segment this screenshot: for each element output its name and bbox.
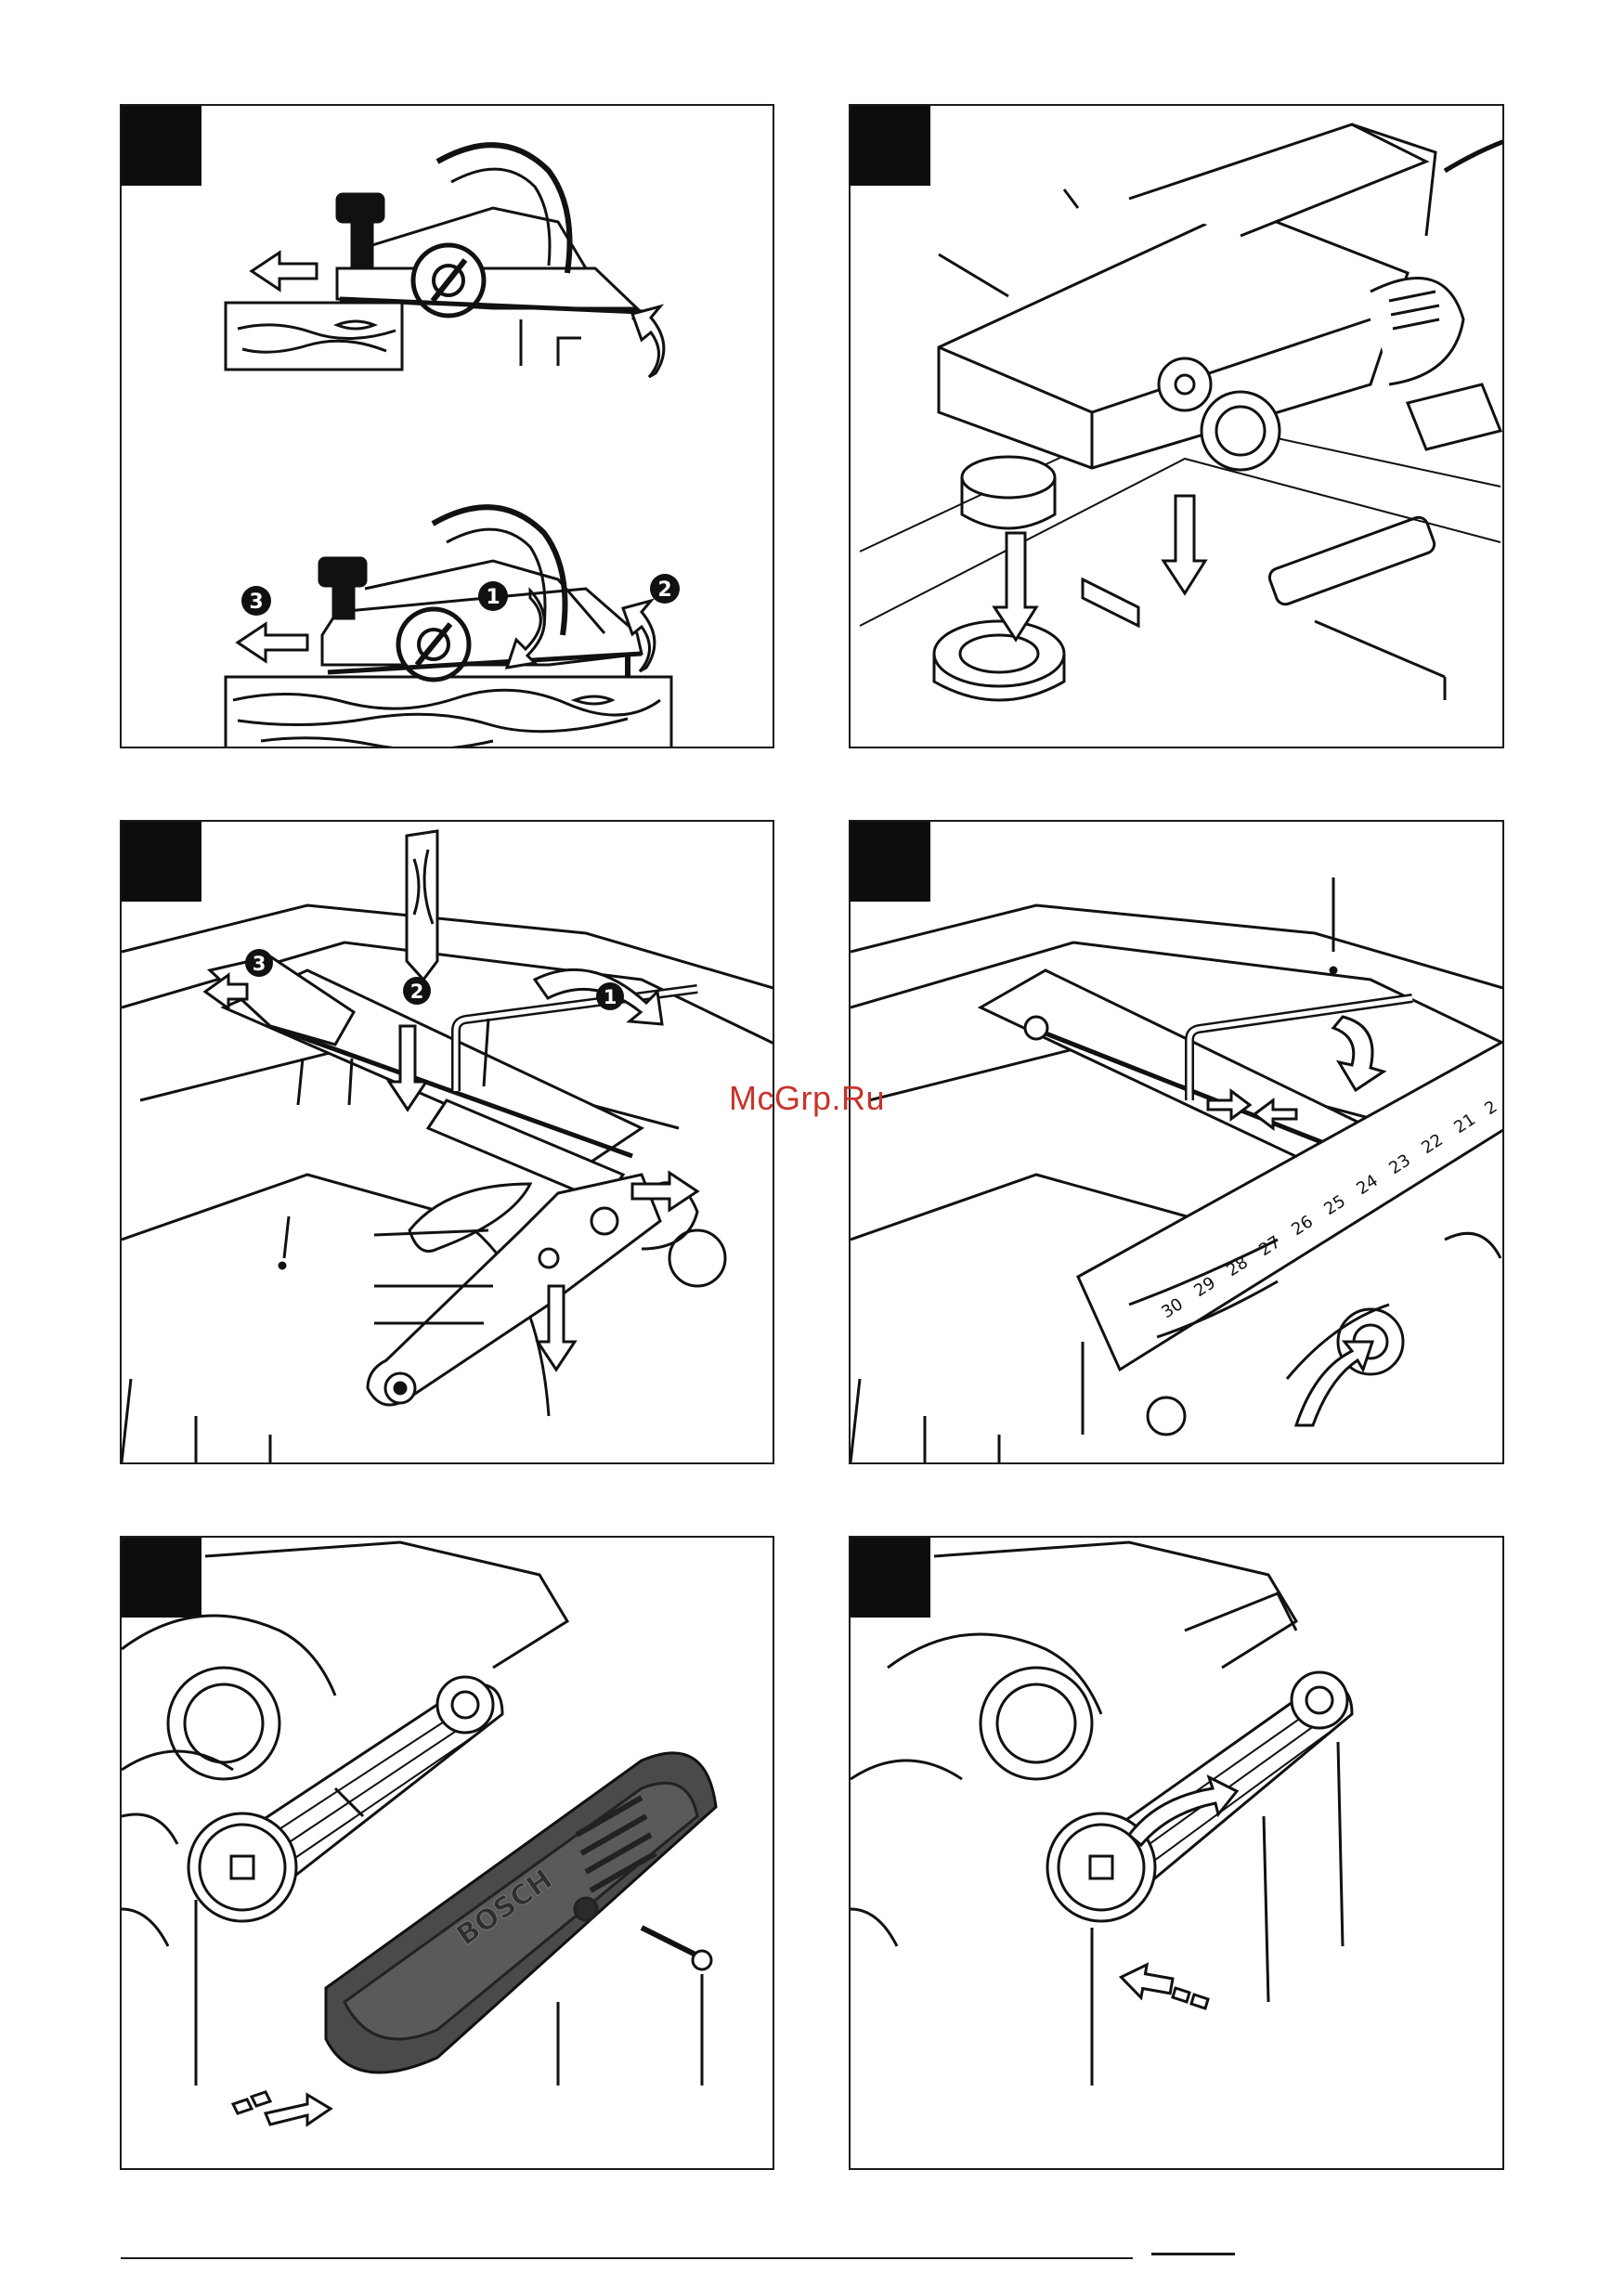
belt-drive-icon (851, 1538, 1504, 2170)
watermark: McGrp.Ru (729, 1079, 885, 1118)
figure-belt-cover-removal: BOSCH (120, 1536, 774, 2170)
figure-belt-fitting (849, 1536, 1504, 2170)
belt-cover-icon: BOSCH (122, 1538, 774, 2170)
footer-rule (121, 2257, 1133, 2259)
blade-change-icon: 3 2 1 (122, 822, 774, 1464)
planer-on-wood-icon: 3 1 2 (122, 106, 774, 748)
figure-blade-removal: 3 2 1 (120, 820, 774, 1464)
figure-planer-start-stop: 3 1 2 (120, 104, 774, 748)
figure-blade-height-setting: 30 29 28 27 26 25 24 23 22 21 2 (849, 820, 1504, 1464)
step-badge-3: 3 (249, 591, 263, 614)
step-badge-3: 3 (253, 953, 266, 975)
footer-mark (1151, 2253, 1235, 2261)
ruler-setting-icon: 30 29 28 27 26 25 24 23 22 21 2 (851, 822, 1504, 1464)
figure-planer-parking-shoe (849, 104, 1504, 748)
step-badge-1: 1 (604, 986, 617, 1008)
step-badge-2: 2 (410, 981, 424, 1003)
step-badge-2: 2 (657, 578, 671, 602)
step-badge-1: 1 (486, 586, 500, 609)
planer-on-table-icon (851, 106, 1504, 748)
